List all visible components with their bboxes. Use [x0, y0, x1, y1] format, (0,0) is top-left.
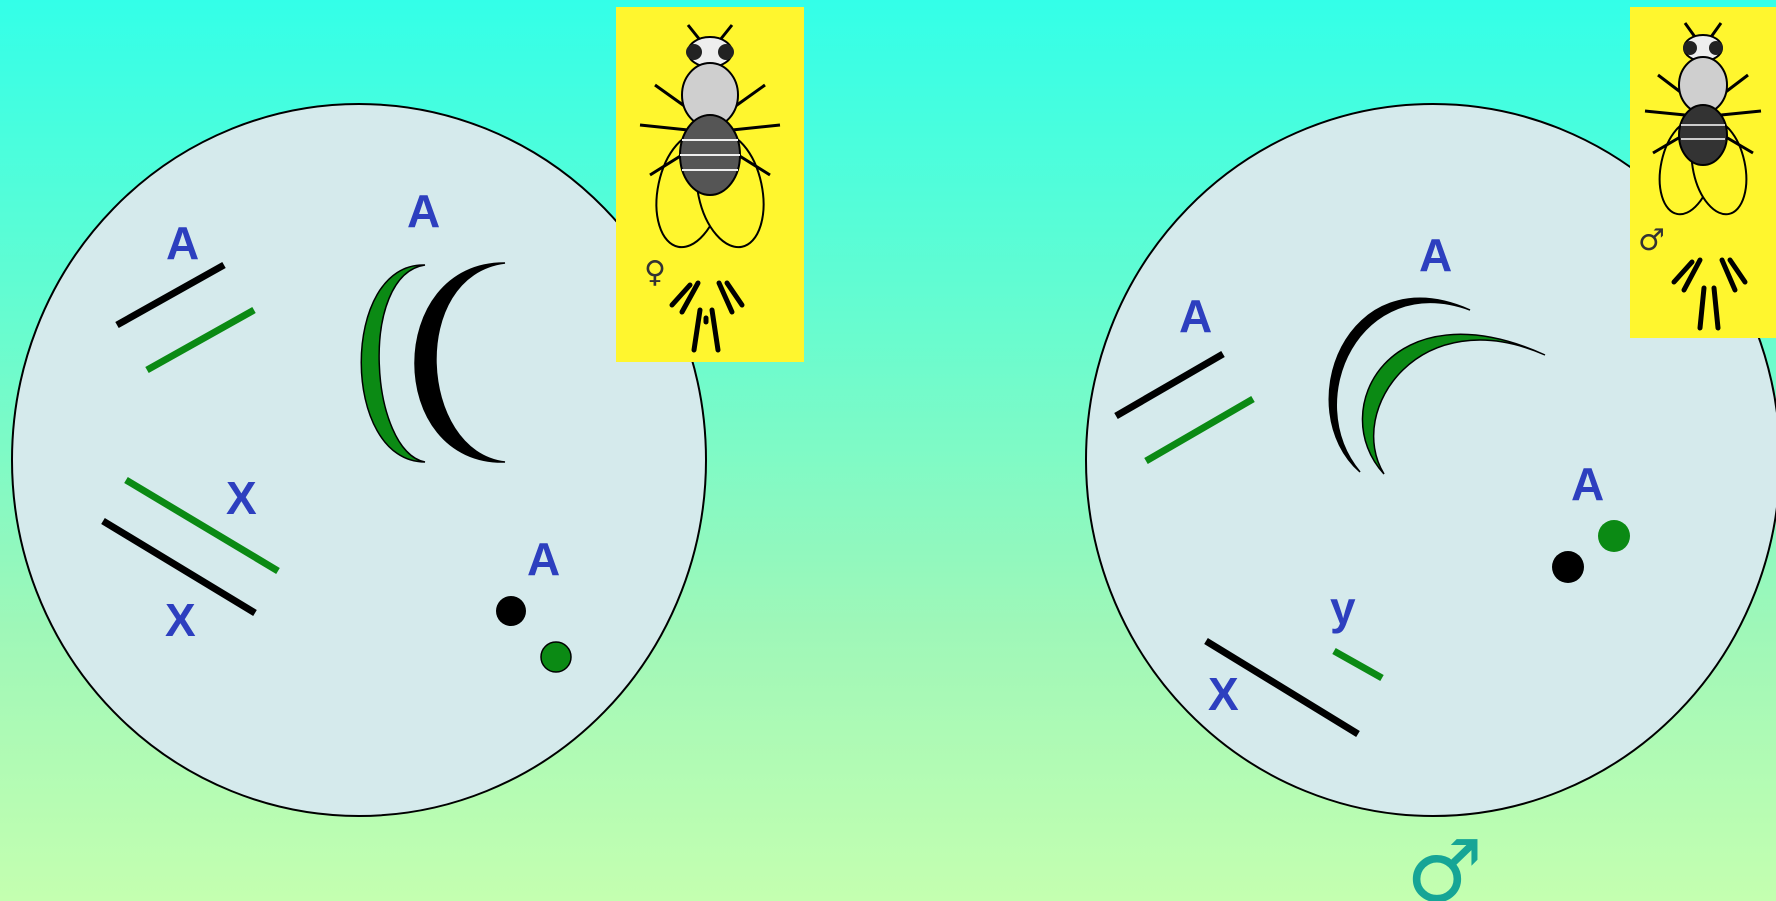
chromosome-label: A	[1571, 458, 1604, 510]
male-symbol: ♂	[1406, 822, 1483, 901]
female-symbol: ♀	[644, 255, 666, 290]
chromosome-label: X	[226, 472, 257, 524]
chromosome-label: A	[1179, 290, 1212, 342]
chromosome-label: y	[1330, 582, 1356, 634]
chromosome-label: A	[1419, 229, 1452, 281]
chromosome-label: A	[527, 533, 560, 585]
female-cell-body	[12, 104, 706, 816]
chromosome-label: X	[165, 594, 196, 646]
chromosome-label: A	[407, 185, 440, 237]
chromosome-dot-green	[1598, 520, 1630, 552]
chromosome-label: X	[1208, 668, 1239, 720]
female-fly-inset: ♀	[616, 7, 804, 362]
male-symbol-small: ♂	[1638, 223, 1665, 258]
chromosome-dot-green	[541, 642, 571, 672]
female-cell: A A X X A	[12, 104, 706, 816]
chromosome-label: A	[166, 217, 199, 269]
chromosome-dot-black	[496, 596, 526, 626]
chromosome-dot-black	[1552, 551, 1584, 583]
male-fly-inset: ♂	[1630, 7, 1776, 338]
